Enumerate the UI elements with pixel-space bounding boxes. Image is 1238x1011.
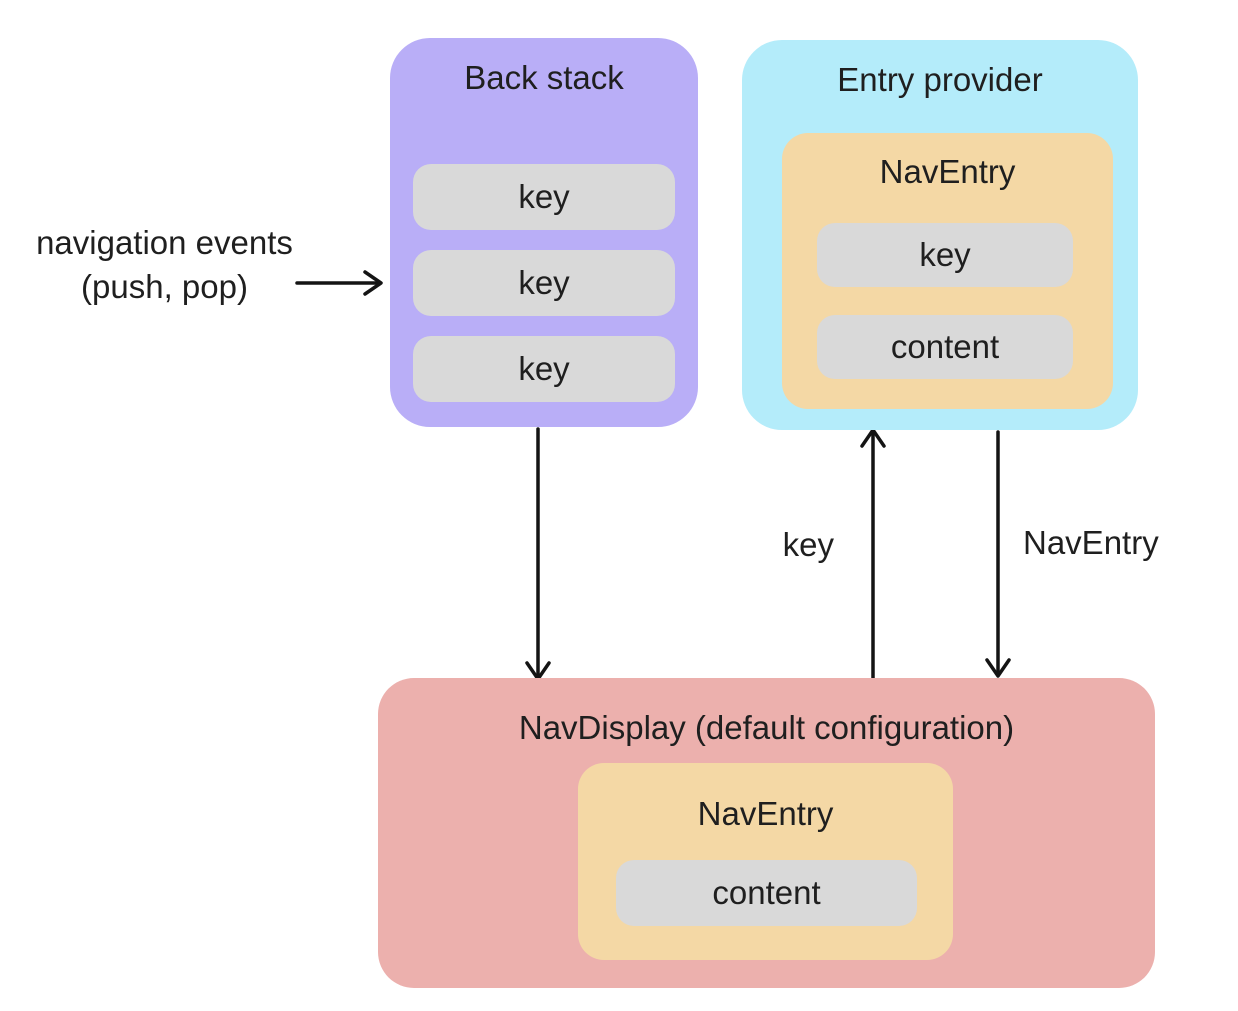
back-stack-box: Back stack key key key: [390, 38, 698, 427]
key-pill: key: [413, 250, 675, 316]
content-pill: content: [817, 315, 1073, 379]
key-pill: key: [413, 164, 675, 230]
back-stack-title: Back stack: [464, 59, 624, 96]
key-pill: key: [413, 336, 675, 402]
entry-provider-title: Entry provider: [837, 61, 1043, 98]
backstack-to-navdisplay-arrow: [525, 427, 551, 681]
nav-entry-title: NavEntry: [697, 795, 834, 832]
nav-entry-title: NavEntry: [879, 153, 1016, 190]
back-stack-key-list: key key key: [413, 164, 675, 402]
key-pill: key: [817, 223, 1073, 287]
key-arrow-label: key: [782, 526, 834, 563]
navigation-events-label: navigation events (push, pop): [12, 221, 317, 309]
naventry-arrow-label: NavEntry: [1023, 524, 1159, 561]
nav-entry-box: NavEntry content: [578, 763, 953, 960]
content-pill: content: [616, 860, 917, 926]
nav-display-title: NavDisplay (default configuration): [518, 709, 1015, 746]
nav-display-box: NavDisplay (default configuration) NavEn…: [378, 678, 1155, 988]
nav-entry-box: NavEntry key content: [782, 133, 1113, 409]
entryprovider-to-navdisplay-naventry-arrow: [985, 430, 1011, 678]
navigation-events-line2: (push, pop): [81, 268, 248, 305]
navigation-events-line1: navigation events: [36, 224, 293, 261]
entry-provider-box: Entry provider NavEntry key content: [742, 40, 1138, 430]
navdisplay-to-entryprovider-key-arrow: [860, 428, 886, 683]
